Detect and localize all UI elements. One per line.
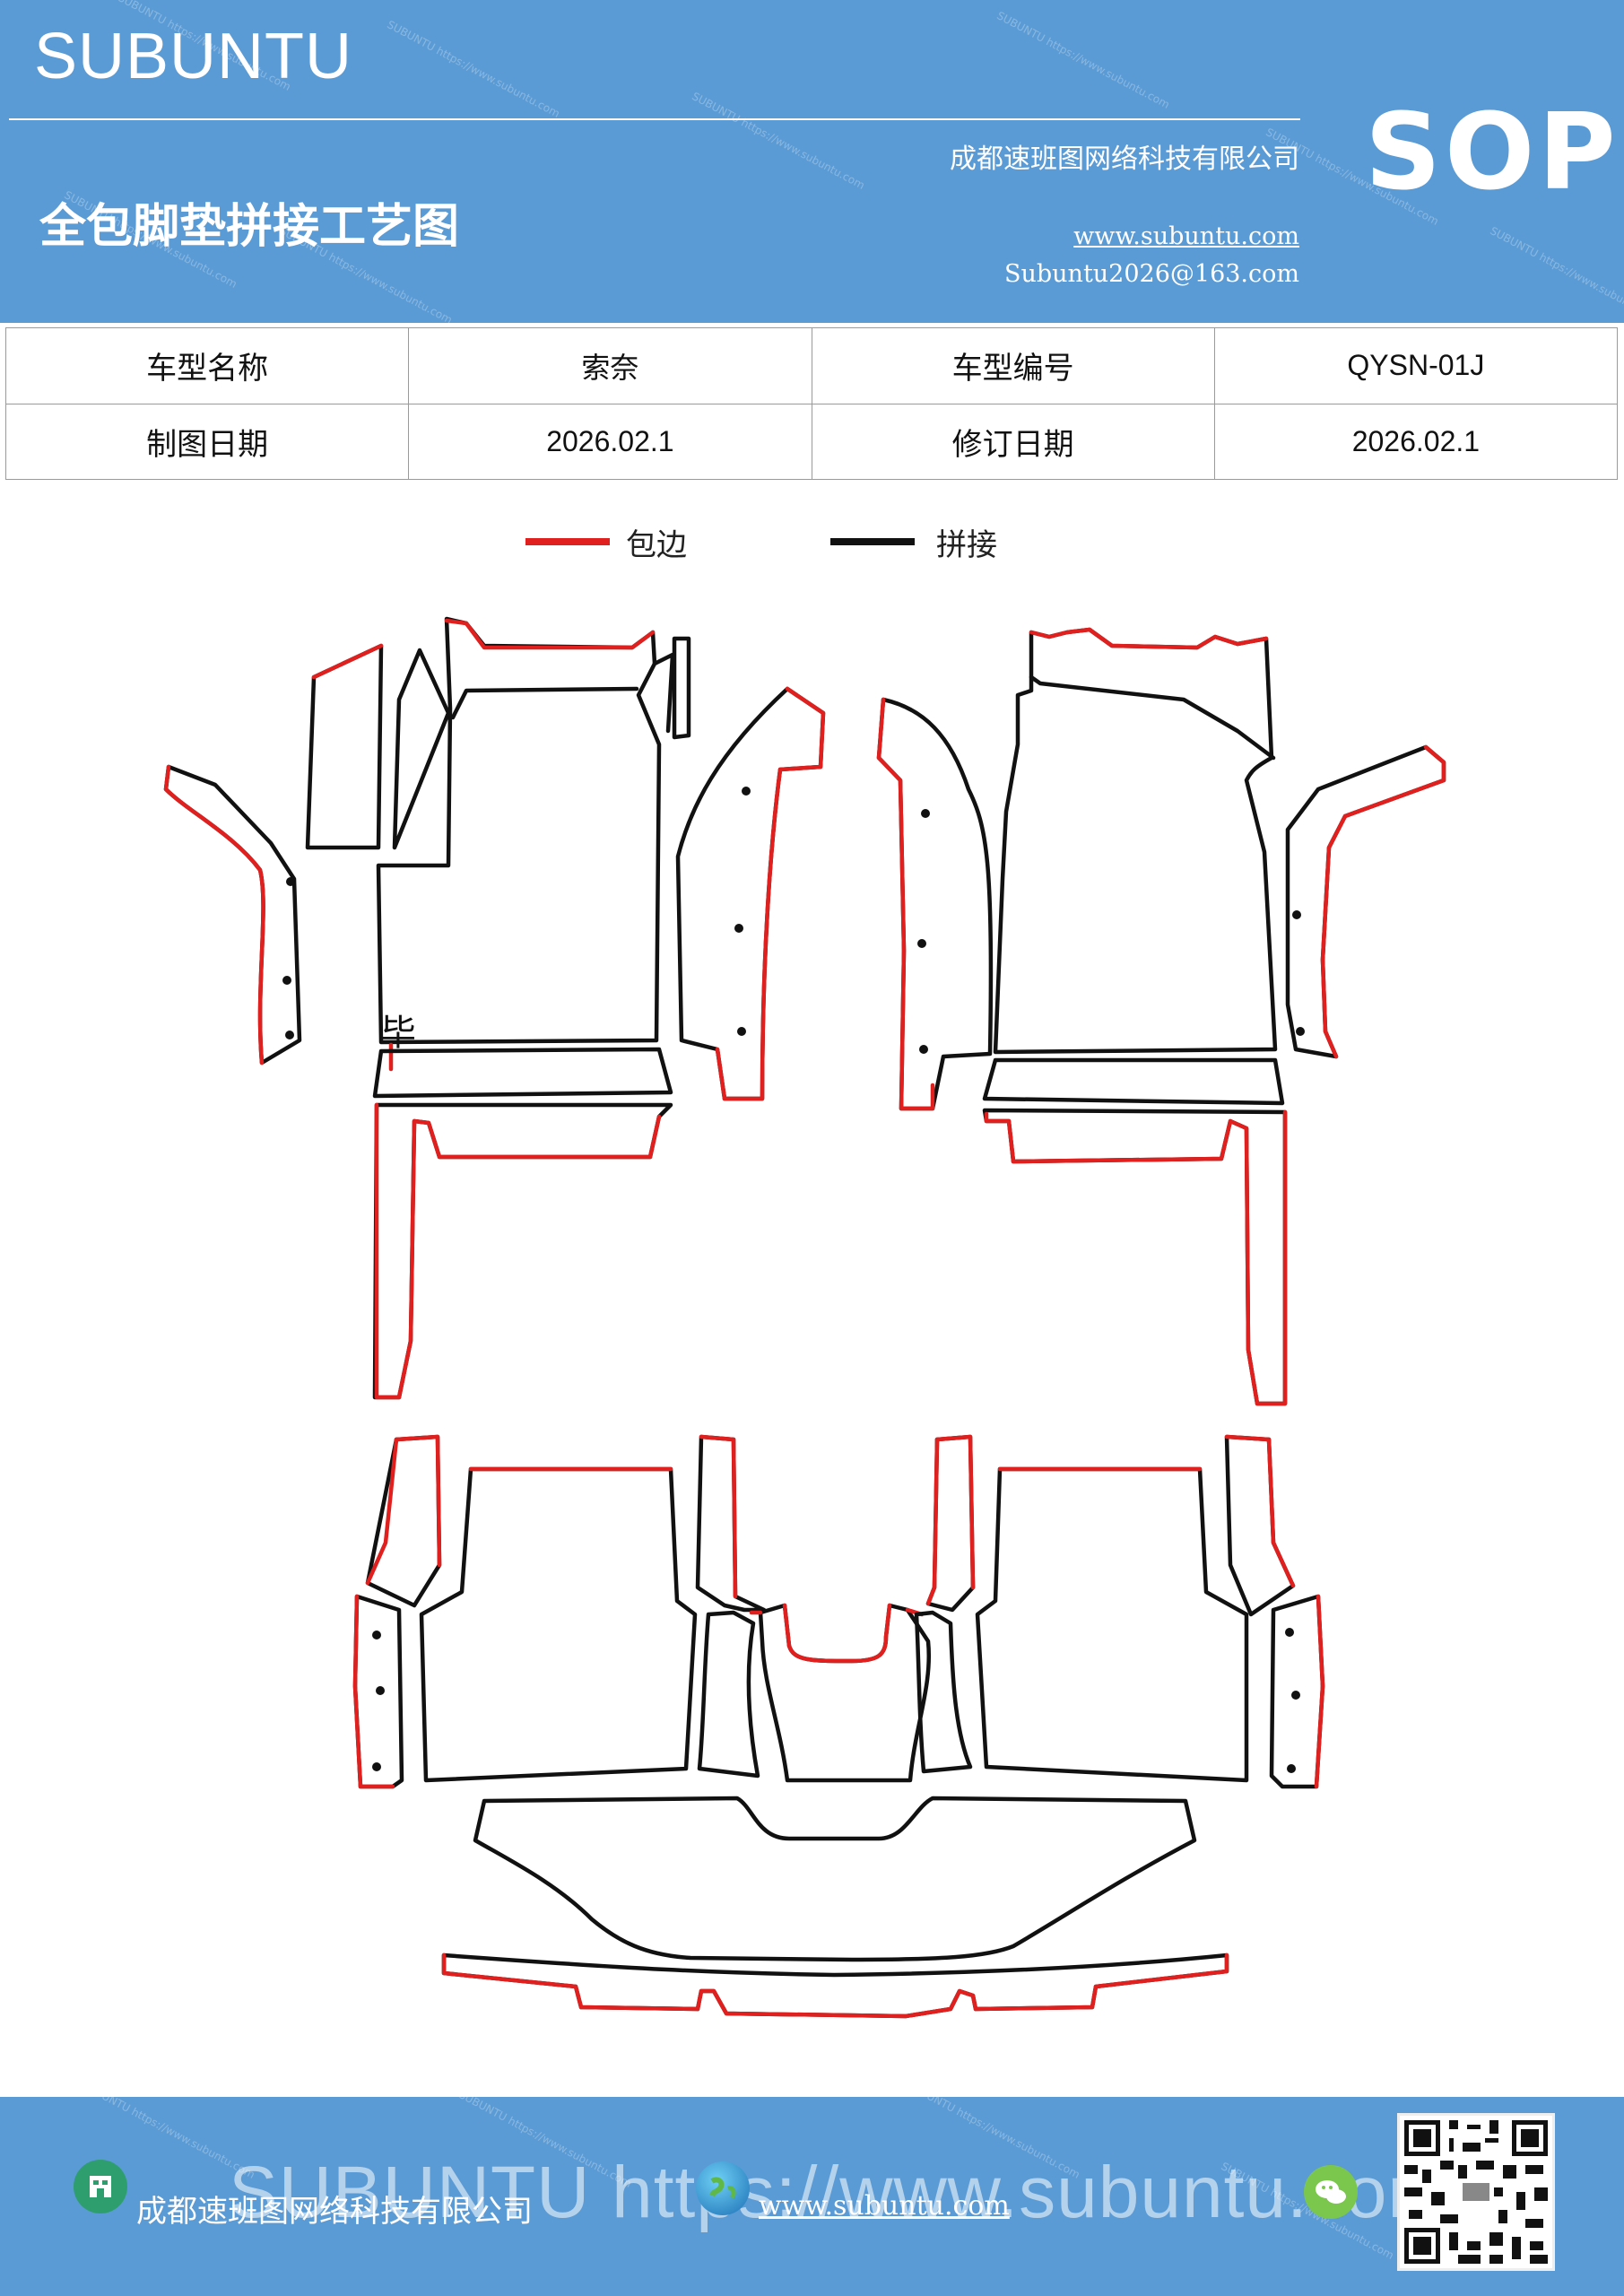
mat-piece-left-side — [163, 764, 302, 1065]
mat-piece-passenger-pillar — [876, 697, 994, 1111]
mat-piece-passenger-side — [1285, 744, 1446, 1059]
mat-piece-rear-floor — [473, 1796, 1197, 1962]
mat-piece-left-sliver — [392, 648, 451, 850]
email-address: Subuntu2026@163.com — [1004, 260, 1299, 288]
draw-date-label: 制图日期 — [4, 403, 410, 480]
document-title: 全包脚垫拼接工艺图 — [39, 200, 460, 254]
mat-piece-passenger-bar — [982, 1057, 1285, 1106]
floor-mat-drawing: 毕 — [163, 616, 1446, 2019]
draw-date-value: 2026.02.1 — [408, 403, 812, 480]
mat-piece-rear-left-main — [419, 1466, 698, 1783]
drawing-annotation: 毕 — [380, 1013, 416, 1054]
company-name: 成都速班图网络科技有限公司 — [950, 144, 1299, 175]
brand-name: SUBUNTU — [34, 21, 353, 92]
legend: 包边 拼接 — [0, 520, 1624, 574]
header-banner: SUBUNTU https://www.subuntu.com SUBUNTU … — [0, 0, 1624, 323]
footer-watermark: SUBUNTU https://www.subuntu.com — [229, 2152, 1450, 2233]
mat-piece-rear-left-outer — [365, 1434, 442, 1608]
mat-piece-driver-bar — [372, 1047, 673, 1099]
header-divider — [9, 118, 1300, 120]
table-row: 制图日期 2026.02.1 修订日期 2026.02.1 — [4, 403, 1619, 480]
mat-piece-rear-left-inner — [695, 1434, 767, 1613]
footer-website-link[interactable]: www.subuntu.com — [759, 2190, 1010, 2222]
qr-code — [1397, 2113, 1555, 2271]
footer-banner: SUBUNTU https://www.subuntu.com SUBUNTU … — [0, 2097, 1624, 2296]
mat-piece-driver-sill — [372, 1102, 673, 1400]
footer-company: 成都速班图网络科技有限公司 — [136, 2194, 533, 2230]
table-row: 车型名称 索奈 车型编号 QYSN-01J — [4, 327, 1619, 404]
revision-date-label: 修订日期 — [811, 403, 1215, 480]
model-code-value: QYSN-01J — [1213, 327, 1619, 404]
mat-piece-rear-right-main — [975, 1466, 1249, 1783]
wechat-icon — [1304, 2165, 1358, 2219]
building-icon — [74, 2160, 127, 2213]
model-name-label: 车型名称 — [4, 327, 410, 404]
mat-piece-driver-main — [376, 616, 662, 1045]
globe-icon — [696, 2161, 750, 2215]
vehicle-info-table: 车型名称 索奈 车型编号 QYSN-01J 制图日期 2026.02.1 修订日… — [4, 327, 1619, 480]
mat-piece-driver-pillar — [675, 686, 826, 1101]
legend-label-seam: 拼接 — [936, 527, 997, 563]
mat-piece-passenger-sill — [982, 1108, 1288, 1406]
model-name-value: 索奈 — [408, 327, 812, 404]
mat-piece-rear-right-outer — [1224, 1434, 1296, 1617]
legend-label-binding: 包边 — [626, 527, 687, 563]
legend-swatch-binding — [525, 538, 610, 545]
website-link[interactable]: www.subuntu.com — [1073, 222, 1299, 250]
sop-badge: SOP — [1365, 90, 1620, 213]
revision-date-value: 2026.02.1 — [1213, 403, 1619, 480]
model-code-label: 车型编号 — [811, 327, 1215, 404]
legend-swatch-seam — [830, 538, 915, 545]
